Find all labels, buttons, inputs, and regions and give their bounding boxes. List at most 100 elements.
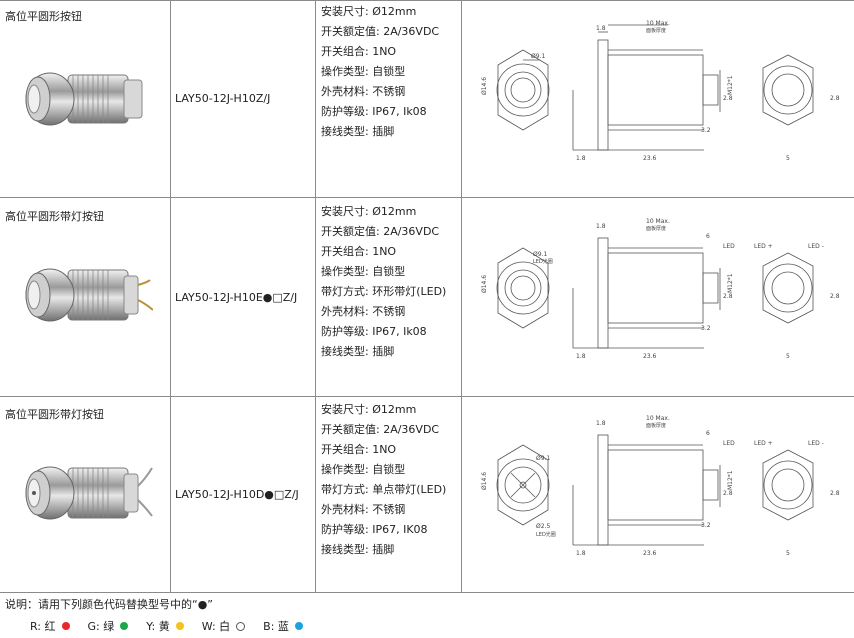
dimension-label: 6 <box>706 430 710 437</box>
dimension-label: 10 Max. <box>646 415 670 422</box>
dimension-label: 2.8 <box>830 293 840 300</box>
spec-item: 开关组合: 1NO <box>321 245 397 258</box>
dimension-label: LED <box>723 243 735 250</box>
dimension-label: 2.8 <box>830 95 840 102</box>
color-legend-item: B: 蓝 <box>263 618 303 634</box>
dimension-label: 5 <box>786 550 790 557</box>
dimension-label: 5 <box>786 155 790 162</box>
color-label: B: 蓝 <box>263 620 289 633</box>
dimension-label: 1.8 <box>596 25 606 32</box>
color-legend-item: G: 绿 <box>88 618 129 634</box>
dimension-label: LED - <box>808 243 824 250</box>
footer-note: 说明：请用下列颜色代码替换型号中的“●” <box>5 598 213 611</box>
technical-drawing-row-2: Ø9.1 LED光圈 Ø14.6 1.8 10 Max. 面板厚度 6 LED … <box>481 218 840 360</box>
dimension-label: Ø14.6 <box>481 77 488 95</box>
dimension-label: M12*1 <box>727 75 734 95</box>
table-border-top <box>0 0 854 1</box>
spec-item: 安装尺寸: Ø12mm <box>321 403 417 416</box>
color-label: W: 白 <box>201 620 231 633</box>
product-photo-dot-led-button <box>25 466 153 520</box>
dimension-label: Ø2.5 <box>536 523 550 530</box>
dimension-label: Ø9.1 <box>533 251 547 258</box>
dimension-label: Ø14.6 <box>481 275 488 293</box>
dimension-label: 2.8 <box>830 490 840 497</box>
spec-item: 防护等级: IP67, IK08 <box>321 523 428 536</box>
spec-item: 带灯方式: 单点带灯(LED) <box>321 483 447 496</box>
color-label: R: 红 <box>30 620 56 633</box>
row-divider <box>0 197 854 198</box>
dimension-label: LED光圈 <box>533 258 553 265</box>
dimension-label: 面板厚度 <box>646 27 666 34</box>
dimension-label: 3.2 <box>701 325 711 332</box>
spec-item: 开关额定值: 2A/36VDC <box>321 423 440 436</box>
dimension-label: 2.8 <box>723 490 733 497</box>
row-3-specs: 安装尺寸: Ø12mm 开关额定值: 2A/36VDC 开关组合: 1NO 操作… <box>321 400 446 560</box>
dimension-label: 1.8 <box>576 550 586 557</box>
dimension-label: 1.8 <box>576 353 586 360</box>
spec-item: 接线类型: 插脚 <box>321 345 395 358</box>
color-dot-green <box>120 622 129 630</box>
row-1-model: LAY50-12J-H10Z/J <box>175 92 271 105</box>
column-divider <box>461 0 462 593</box>
dimension-label: LED光圈 <box>536 531 556 538</box>
technical-drawing-row-3: Ø9.1 Ø14.6 Ø2.5 LED光圈 1.8 10 Max. 面板厚度 6… <box>481 415 840 557</box>
dimension-label: 3.2 <box>701 522 711 529</box>
row-1-specs: 安装尺寸: Ø12mm 开关额定值: 2A/36VDC 开关组合: 1NO 操作… <box>321 2 439 142</box>
dimension-label: 2.8 <box>723 95 733 102</box>
row-2-title: 高位平圆形带灯按钮 <box>5 210 104 223</box>
dimension-label: 23.6 <box>643 353 657 360</box>
dimension-label: 3.2 <box>701 127 711 134</box>
spec-item: 接线类型: 插脚 <box>321 125 395 138</box>
color-legend-item: Y: 黄 <box>146 618 184 634</box>
color-dot-red <box>61 622 70 630</box>
row-2-model: LAY50-12J-H10E●□Z/J <box>175 291 298 304</box>
row-2-specs: 安装尺寸: Ø12mm 开关额定值: 2A/36VDC 开关组合: 1NO 操作… <box>321 202 446 362</box>
dimension-label: LED + <box>754 243 773 250</box>
color-label: Y: 黄 <box>146 620 170 633</box>
spec-item: 开关额定值: 2A/36VDC <box>321 25 440 38</box>
color-dot-blue <box>294 622 303 630</box>
spec-item: 安装尺寸: Ø12mm <box>321 5 417 18</box>
spec-item: 外壳材料: 不锈钢 <box>321 305 406 318</box>
dimension-label: 2.8 <box>723 293 733 300</box>
dimension-label: Ø9.1 <box>536 455 550 462</box>
row-3-title: 高位平圆形带灯按钮 <box>5 408 104 421</box>
color-legend: R: 红 G: 绿 Y: 黄 W: 白 B: 蓝 <box>30 618 321 634</box>
row-1-title: 高位平圆形按钮 <box>5 10 82 23</box>
dimension-label: 1.8 <box>576 155 586 162</box>
color-legend-item: W: 白 <box>201 618 246 634</box>
spec-item: 防护等级: IP67, Ik08 <box>321 105 427 118</box>
spec-item: 接线类型: 插脚 <box>321 543 395 556</box>
color-legend-item: R: 红 <box>30 618 70 634</box>
dimension-label: M12*1 <box>727 273 734 293</box>
color-dot-white <box>236 621 246 631</box>
spec-item: 防护等级: IP67, Ik08 <box>321 325 427 338</box>
spec-item: 开关组合: 1NO <box>321 45 397 58</box>
row-divider <box>0 396 854 397</box>
dimension-label: 6 <box>706 233 710 240</box>
dimension-label: LED + <box>754 440 773 447</box>
table-border-bottom <box>0 592 854 593</box>
dimension-label: 1.8 <box>596 223 606 230</box>
spec-item: 安装尺寸: Ø12mm <box>321 205 417 218</box>
spec-item: 外壳材料: 不锈钢 <box>321 85 406 98</box>
dimension-label: LED <box>723 440 735 447</box>
spec-item: 操作类型: 自锁型 <box>321 65 406 78</box>
row-3-model: LAY50-12J-H10D●□Z/J <box>175 488 299 501</box>
dimension-label: M12*1 <box>727 470 734 490</box>
dimension-label: 23.6 <box>643 155 657 162</box>
dimension-label: 5 <box>786 353 790 360</box>
technical-drawing-row-1: Ø9.1 Ø14.6 1.8 10 Max. 面板厚度 M12*1 2.8 2.… <box>481 20 840 162</box>
product-table <box>0 0 854 593</box>
color-label: G: 绿 <box>87 620 115 633</box>
dimension-label: 1.8 <box>596 420 606 427</box>
product-photo-button <box>25 72 143 126</box>
spec-item: 操作类型: 自锁型 <box>321 265 406 278</box>
dimension-label: LED - <box>808 440 824 447</box>
dimension-label: Ø9.1 <box>531 53 545 60</box>
column-divider <box>170 0 171 593</box>
dimension-label: 面板厚度 <box>646 225 666 232</box>
spec-item: 带灯方式: 环形带灯(LED) <box>321 285 447 298</box>
product-photo-ring-led-button <box>25 268 153 322</box>
spec-item: 外壳材料: 不锈钢 <box>321 503 406 516</box>
